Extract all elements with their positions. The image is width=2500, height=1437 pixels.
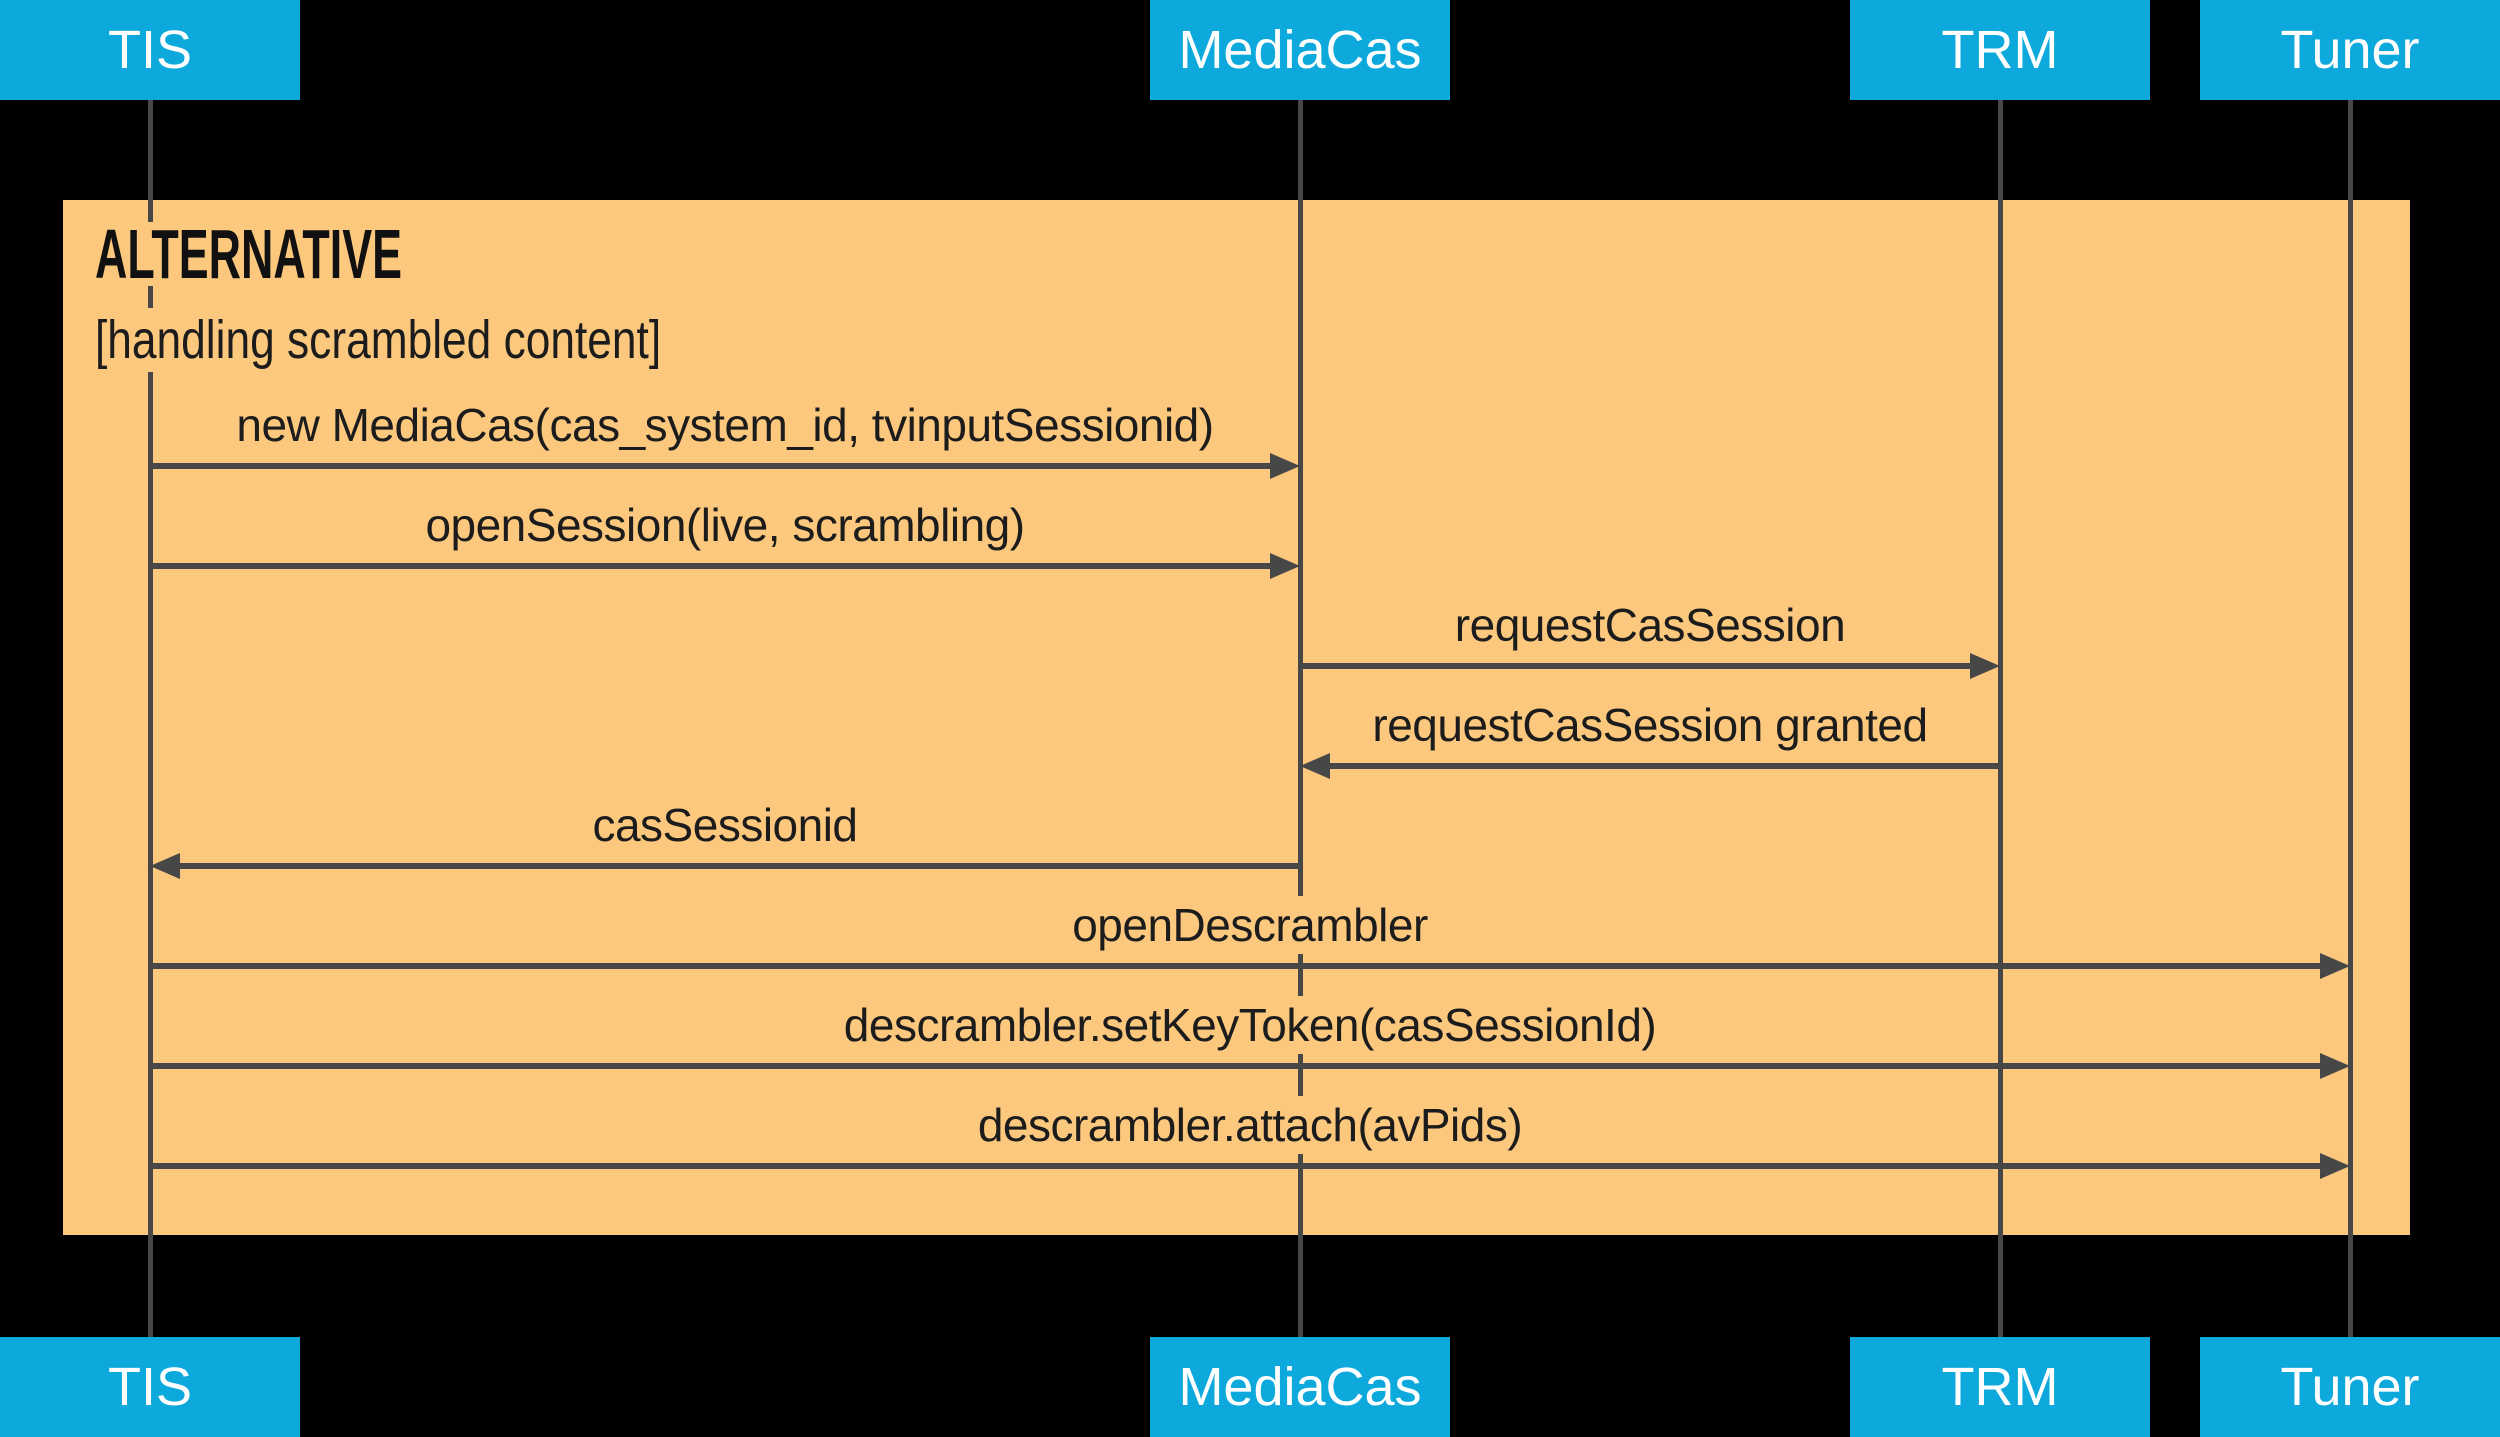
message-label: casSessionid	[582, 796, 868, 854]
alt-frame	[63, 200, 2410, 1235]
alt-frame-title: ALTERNATIVE	[95, 219, 408, 289]
actor-label-mediacas-bottom: MediaCas	[1178, 1357, 1422, 1417]
message-label: descrambler.setKeyToken(casSessionId)	[833, 996, 1667, 1054]
actor-label-trm-top: TRM	[1941, 20, 2059, 80]
message-arrowhead	[2320, 1053, 2350, 1079]
message-arrow	[150, 463, 1274, 469]
lifeline-mediacas	[1298, 99, 1303, 1337]
message-label: requestCasSession	[1444, 596, 1856, 654]
message-arrowhead	[2320, 953, 2350, 979]
actor-label-mediacas-top: MediaCas	[1178, 20, 1422, 80]
actor-label-tis-bottom: TIS	[107, 1357, 192, 1417]
actor-box-tuner-bottom: Tuner	[2200, 1337, 2500, 1437]
actor-label-trm-bottom: TRM	[1941, 1357, 2059, 1417]
actor-box-trm-bottom: TRM	[1850, 1337, 2150, 1437]
message-arrow	[1326, 763, 2000, 769]
message-arrow	[150, 963, 2324, 969]
alt-frame-condition: [handling scrambled content]	[95, 308, 668, 372]
message-arrow	[150, 563, 1274, 569]
message-arrow	[176, 863, 1300, 869]
actor-box-mediacas-bottom: MediaCas	[1150, 1337, 1450, 1437]
message-arrowhead	[150, 853, 180, 879]
message-arrowhead	[1970, 653, 2000, 679]
message-arrow	[150, 1163, 2324, 1169]
actor-box-tuner-top: Tuner	[2200, 0, 2500, 100]
message-label: new MediaCas(cas_system_id, tvinputSessi…	[226, 396, 1224, 454]
message-arrowhead	[1270, 453, 1300, 479]
message-arrow	[1300, 663, 1974, 669]
actor-label-tis-top: TIS	[107, 20, 192, 80]
actor-box-tis-top: TIS	[0, 0, 300, 100]
message-label: requestCasSession granted	[1362, 696, 1938, 754]
lifeline-tis	[148, 99, 153, 1337]
message-label: openDescrambler	[1062, 896, 1438, 954]
message-arrowhead	[2320, 1153, 2350, 1179]
message-label: openSession(live, scrambling)	[415, 496, 1035, 554]
actor-box-trm-top: TRM	[1850, 0, 2150, 100]
lifeline-tuner	[2348, 99, 2353, 1337]
message-label: descrambler.attach(avPids)	[967, 1096, 1533, 1154]
actor-box-mediacas-top: MediaCas	[1150, 0, 1450, 100]
actor-label-tuner-bottom: Tuner	[2280, 1357, 2420, 1417]
message-arrowhead	[1270, 553, 1300, 579]
message-arrowhead	[1300, 753, 1330, 779]
message-arrow	[150, 1063, 2324, 1069]
actor-box-tis-bottom: TIS	[0, 1337, 300, 1437]
actor-label-tuner-top: Tuner	[2280, 20, 2420, 80]
lifeline-trm	[1998, 99, 2003, 1337]
